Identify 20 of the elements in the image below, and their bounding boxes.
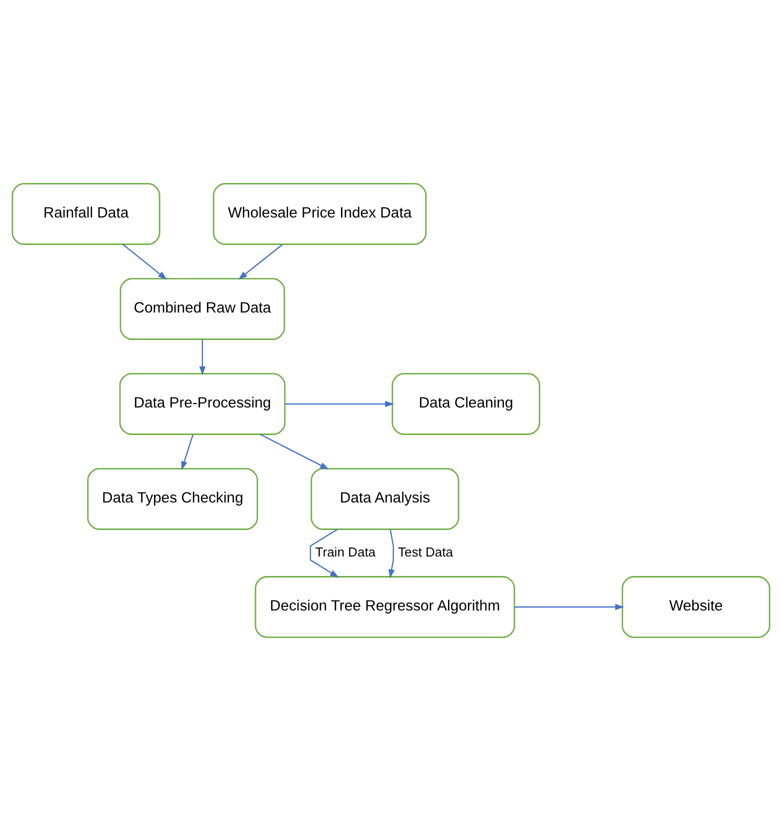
node-box: Data Pre-Processing bbox=[119, 372, 286, 434]
node-box: Combined Raw Data bbox=[120, 278, 286, 340]
node-box: Rainfall Data bbox=[12, 182, 160, 244]
arrow bbox=[238, 243, 283, 280]
node-box: Wholesale Price Index Data bbox=[212, 182, 427, 244]
arrow bbox=[310, 528, 339, 578]
arrow bbox=[285, 400, 394, 407]
edge-label: Test Data bbox=[398, 544, 454, 559]
node-box: Website bbox=[622, 576, 770, 638]
node-box: Data Cleaning bbox=[392, 372, 540, 434]
arrow bbox=[260, 433, 330, 470]
arrow bbox=[514, 603, 624, 610]
edge-label: Train Data bbox=[315, 544, 376, 559]
node-box: Data Types Checking bbox=[87, 468, 258, 530]
arrow bbox=[181, 434, 194, 470]
node-box: Data Analysis bbox=[310, 468, 460, 530]
arrow bbox=[199, 338, 206, 375]
node-box: Decision Tree Regressor Algorithm bbox=[254, 576, 516, 638]
arrow bbox=[122, 243, 167, 280]
arrow bbox=[388, 528, 395, 578]
